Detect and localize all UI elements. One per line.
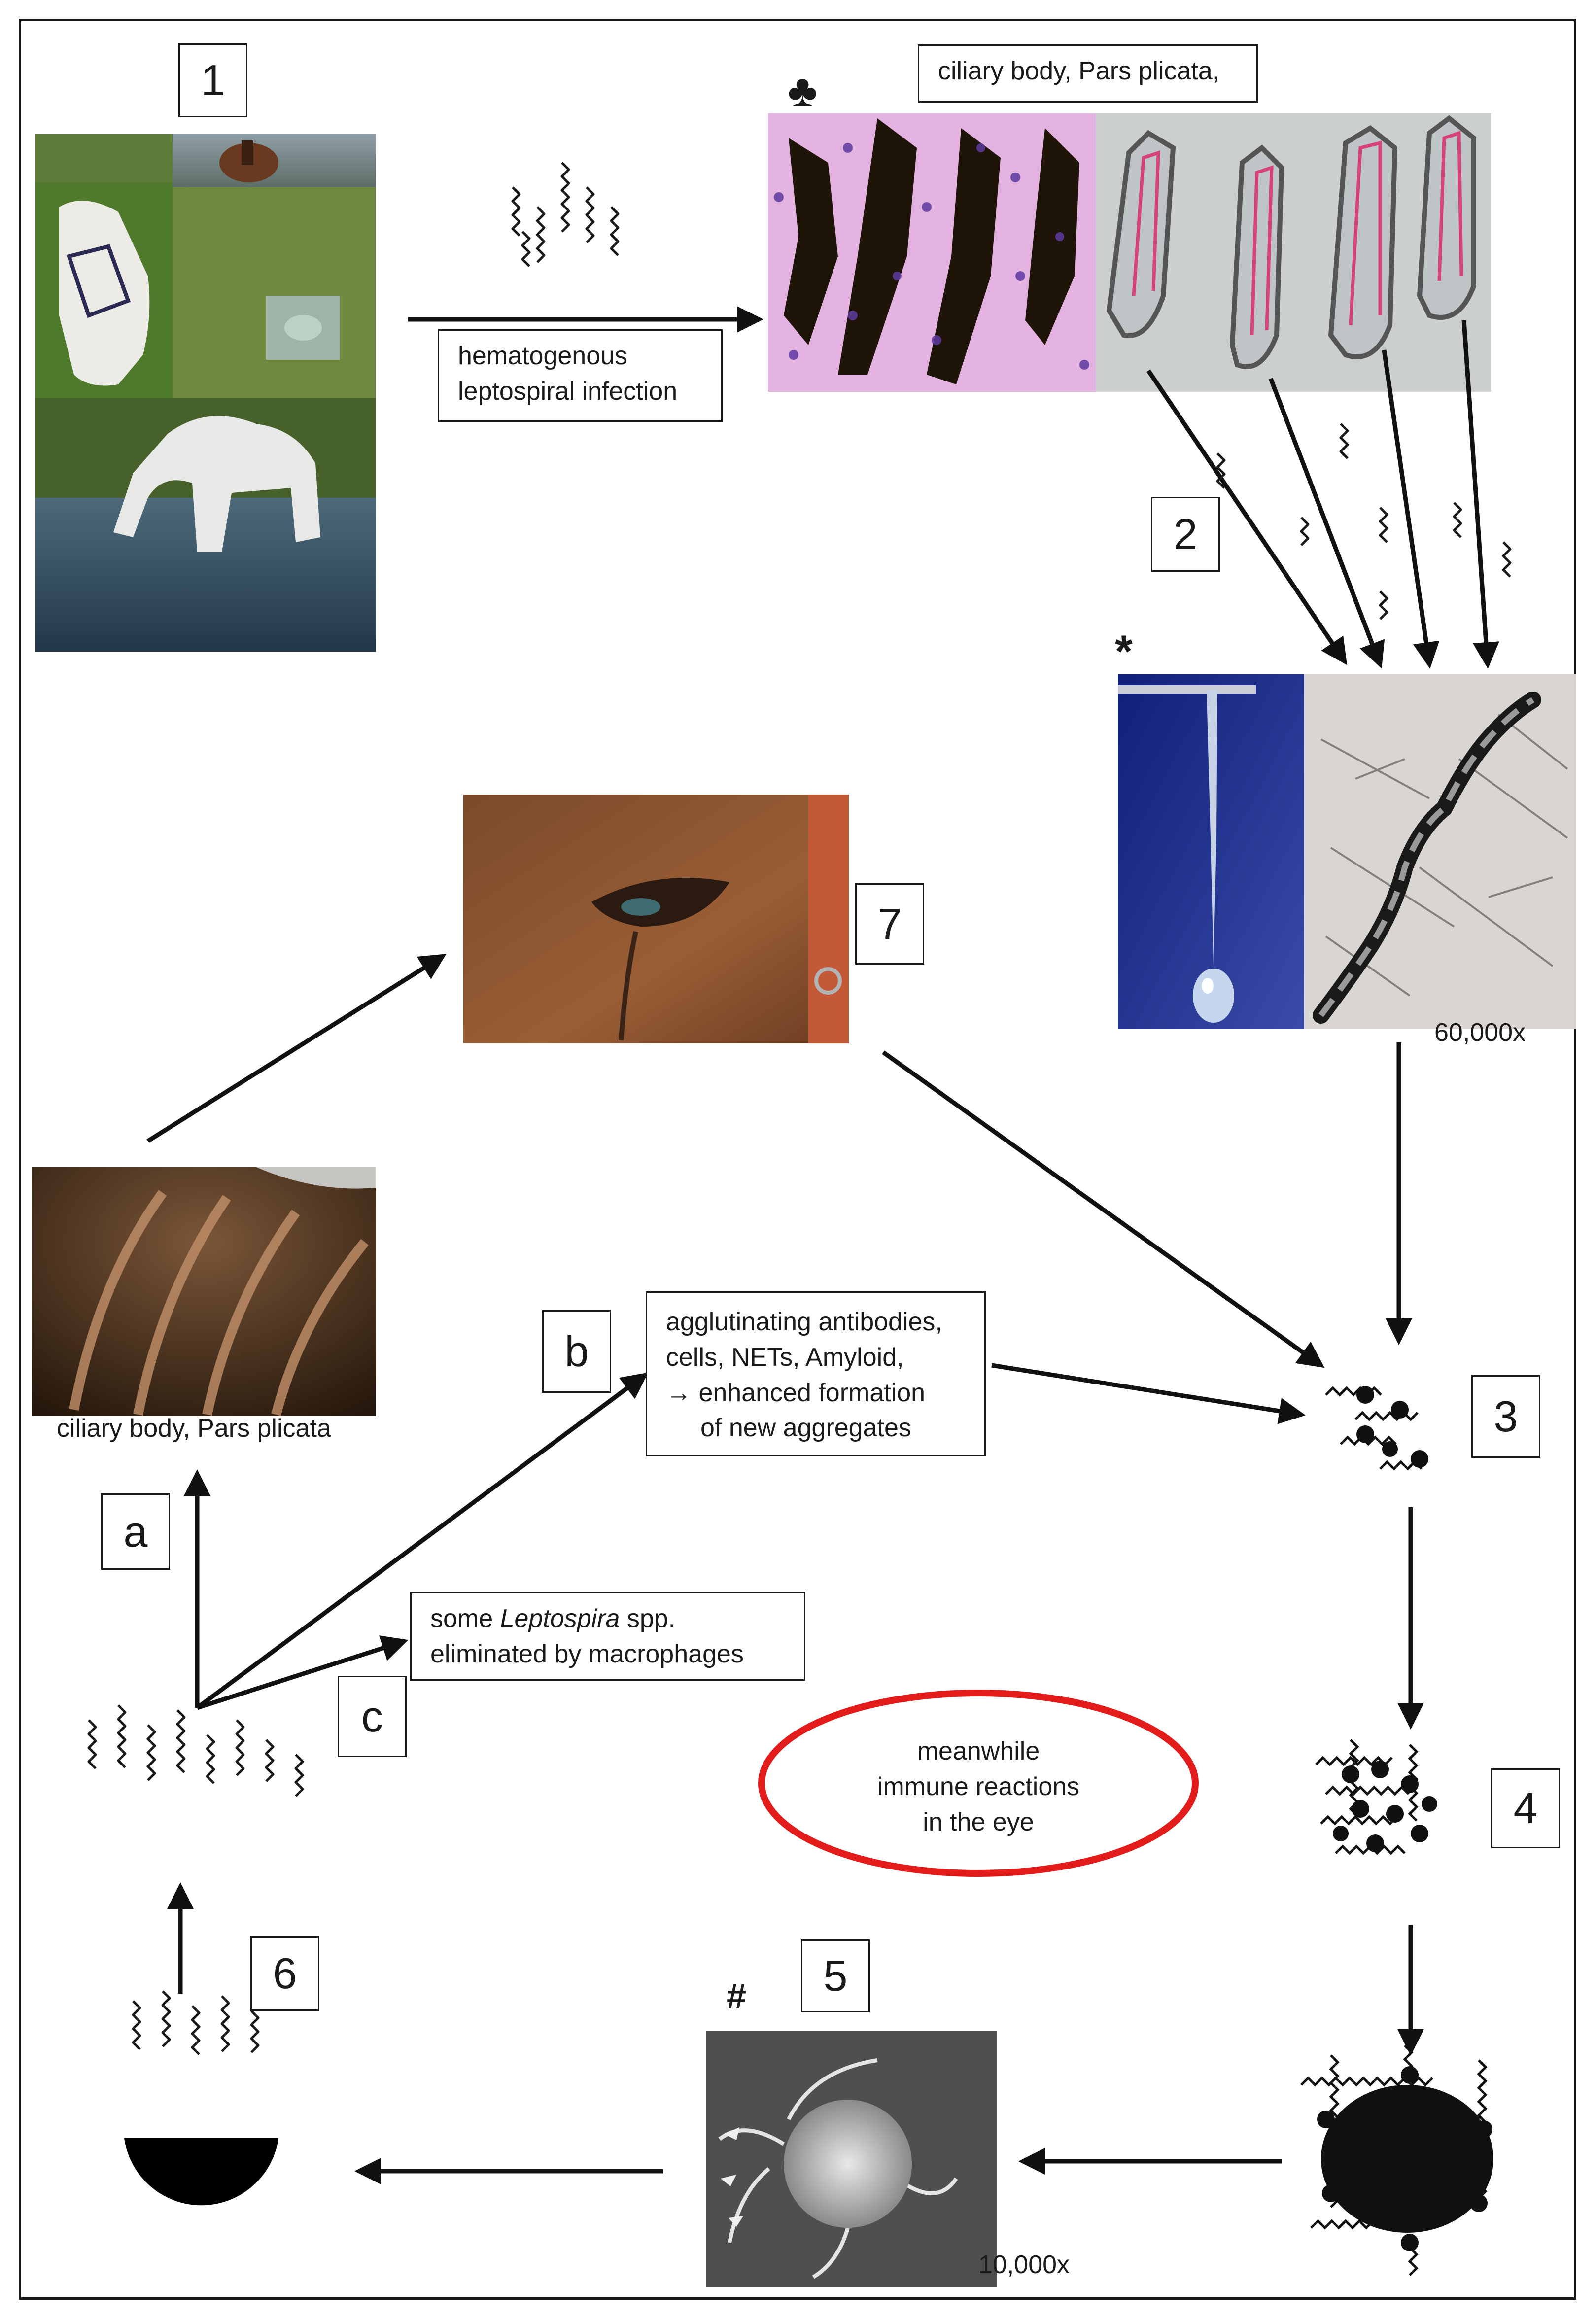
step-6-label: 6 xyxy=(250,1936,319,2011)
elim-line-2: eliminated by macrophages xyxy=(430,1639,744,1668)
elim-post: spp. xyxy=(620,1604,676,1633)
infection-line-1: hematogenous xyxy=(458,342,628,370)
step-4-label: 4 xyxy=(1491,1768,1560,1848)
horse-eye-photo xyxy=(463,795,849,1043)
ciliary-body-photo xyxy=(32,1167,376,1416)
horse-collage-photo xyxy=(35,134,376,652)
figure-frame xyxy=(19,19,1576,2300)
agg-line-3: → enhanced formation xyxy=(666,1378,926,1407)
magnification-60000: 60,000x xyxy=(1434,1018,1526,1047)
agg-line-1: agglutinating antibodies, xyxy=(666,1308,942,1336)
step-5-label: 5 xyxy=(801,1939,870,2012)
infection-label: hematogenous leptospiral infection xyxy=(438,329,723,422)
immune-line-3: in the eye xyxy=(923,1807,1034,1836)
asterisk-marker: * xyxy=(1115,626,1133,677)
step-3-label: 3 xyxy=(1471,1375,1540,1458)
electron-micrograph-leptospira xyxy=(1304,674,1576,1029)
elimination-box: some Leptospira spp. eliminated by macro… xyxy=(410,1592,805,1681)
immune-reaction-text: meanwhile immune reactions in the eye xyxy=(813,1734,1144,1840)
step-7-label: 7 xyxy=(855,883,924,965)
macrophage-schematic xyxy=(124,2138,278,2206)
vitreous-drop-photo xyxy=(1118,674,1304,1029)
agg-line-2: cells, NETs, Amyloid, xyxy=(666,1343,904,1372)
immune-line-2: immune reactions xyxy=(877,1772,1080,1801)
step-2-label: 2 xyxy=(1151,497,1220,572)
ciliary-top-text: ciliary body, Pars plicata, xyxy=(938,57,1220,85)
ciliary-bottom-label: ciliary body, Pars plicata xyxy=(57,1414,331,1443)
immune-line-1: meanwhile xyxy=(917,1737,1040,1765)
elim-genus: Leptospira xyxy=(500,1604,620,1633)
step-b-label: b xyxy=(542,1310,611,1393)
macrophage-sem-photo xyxy=(706,2031,997,2287)
aggregation-factors-box: agglutinating antibodies, cells, NETs, A… xyxy=(646,1291,986,1456)
elim-pre: some xyxy=(430,1604,500,1633)
agg-line-4: of new aggregates xyxy=(700,1414,911,1443)
ciliary-villi-schematic xyxy=(1096,113,1491,392)
elim-line-1: some Leptospira spp. xyxy=(430,1601,785,1637)
histology-he-photo xyxy=(768,113,1096,392)
hash-marker: # xyxy=(727,1977,747,2016)
ciliary-top-label: ciliary body, Pars plicata, xyxy=(918,44,1258,103)
magnification-10000: 10,000x xyxy=(978,2250,1070,2279)
club-marker: ♣ xyxy=(788,66,818,116)
infection-line-2: leptospiral infection xyxy=(458,377,678,406)
step-c-label: c xyxy=(338,1676,407,1757)
step-1-label: 1 xyxy=(178,43,247,117)
step-a-label: a xyxy=(101,1493,170,1570)
